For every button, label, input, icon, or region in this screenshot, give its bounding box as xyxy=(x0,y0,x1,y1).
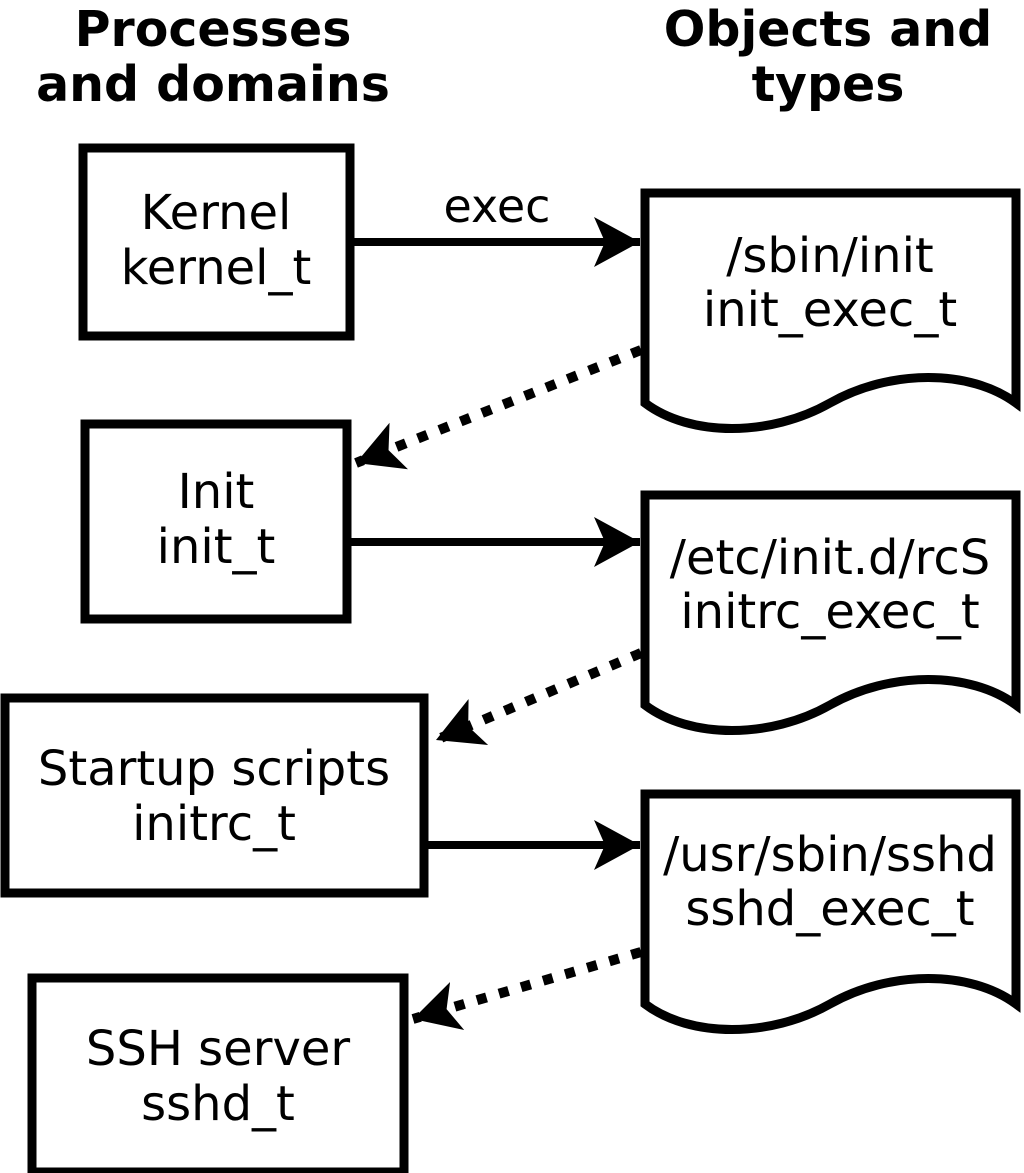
document-path: /usr/sbin/sshd xyxy=(663,827,997,883)
document-path: /sbin/init xyxy=(726,228,934,284)
document-node-etc-initd-rcs: /etc/init.d/rcS initrc_exec_t xyxy=(640,490,1021,735)
process-type-label: kernel_t xyxy=(121,240,312,296)
document-node-sbin-init: /sbin/init init_exec_t xyxy=(640,188,1021,433)
process-type-label: init_t xyxy=(157,519,276,575)
process-name: Startup scripts xyxy=(38,741,390,797)
process-name: Kernel xyxy=(141,185,292,241)
exec-arrow-label: exec xyxy=(444,179,551,233)
document-type-label: initrc_exec_t xyxy=(680,584,979,640)
document-shape xyxy=(640,490,1021,735)
transition-arrow-rcs-to-startup xyxy=(434,648,643,746)
document-shape xyxy=(640,789,1021,1034)
process-name: Init xyxy=(178,464,255,520)
process-type-label: initrc_t xyxy=(132,796,296,852)
document-shape xyxy=(640,188,1021,433)
process-node-startup-scripts: Startup scripts initrc_t xyxy=(0,693,429,898)
process-node-ssh-server: SSH server sshd_t xyxy=(27,973,409,1173)
process-box xyxy=(80,419,352,624)
process-node-kernel: Kernel kernel_t xyxy=(78,143,355,341)
column-header-objects-line1: Objects and xyxy=(664,1,992,58)
process-box xyxy=(0,693,429,898)
column-header-processes-line2: and domains xyxy=(36,56,390,113)
document-node-usr-sbin-sshd: /usr/sbin/sshd sshd_exec_t xyxy=(640,789,1021,1034)
process-type-label: sshd_t xyxy=(141,1076,295,1132)
transition-arrow-sshd-to-sshserver xyxy=(411,947,643,1031)
process-name: SSH server xyxy=(86,1021,351,1077)
process-box xyxy=(27,973,409,1173)
document-type-label: init_exec_t xyxy=(703,282,957,338)
document-path: /etc/init.d/rcS xyxy=(670,530,990,586)
process-box xyxy=(78,143,355,341)
column-header-objects-line2: types xyxy=(752,56,905,113)
column-header-processes-line1: Processes xyxy=(75,1,352,58)
document-type-label: sshd_exec_t xyxy=(685,881,974,937)
process-node-init: Init init_t xyxy=(80,419,352,624)
transition-arrow-sbin-init-to-init xyxy=(354,345,643,470)
